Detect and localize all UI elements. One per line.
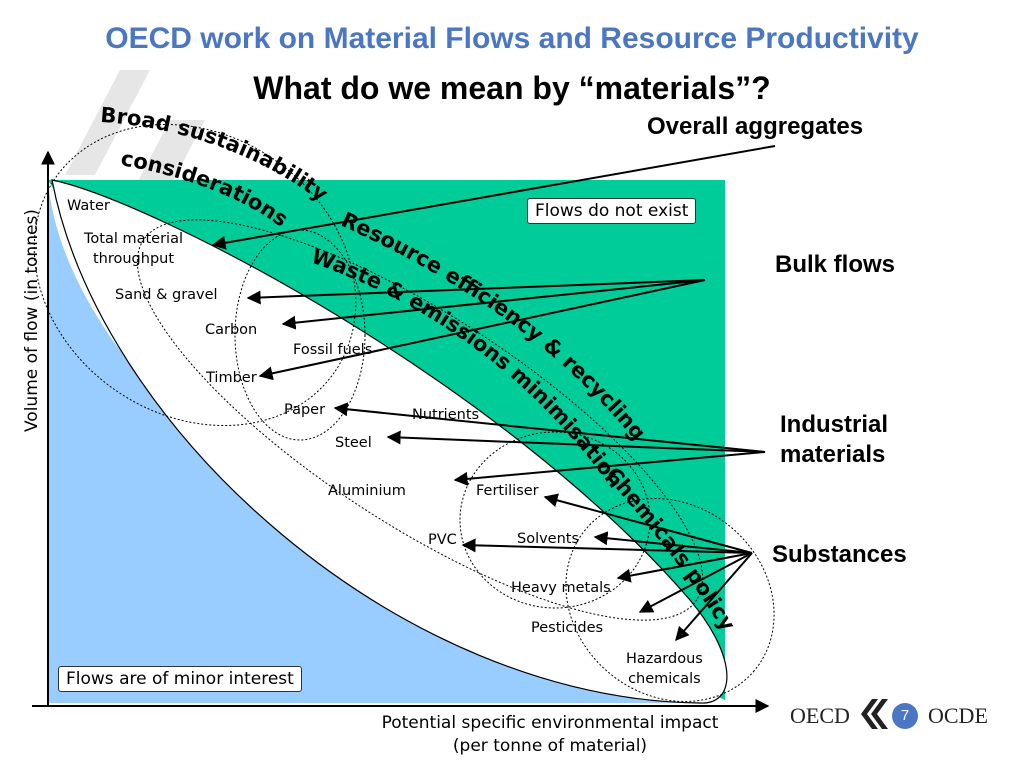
arrow-ind-aluminium (453, 451, 766, 486)
item-total-material-throughput: Total material throughput (84, 229, 183, 269)
item-total-line1: Total material (84, 231, 183, 247)
header-title: OECD work on Material Flows and Resource… (105, 22, 919, 55)
item-heavy-metals: Heavy metals (511, 580, 611, 596)
item-water: Water (67, 198, 110, 214)
x-axis-label-line1: Potential specific environmental impact (381, 713, 719, 733)
arrow-sub-solvents (593, 531, 753, 554)
footer-ocde-text: OCDE (928, 703, 988, 728)
item-hazardous-line2: chemicals (628, 671, 701, 687)
arrow-ind-paper (333, 402, 766, 453)
item-nutrients: Nutrients (412, 407, 480, 423)
label-industrial-line1: Industrial (780, 411, 889, 438)
item-sand-gravel: Sand & gravel (115, 287, 218, 303)
arrow-sub-fertiliser (543, 493, 753, 554)
arrow-bulk-sand (246, 279, 706, 305)
arrow-sub-pvc (461, 538, 753, 554)
arrow-sub-pesticides (638, 552, 753, 613)
arrow-overall (211, 145, 776, 250)
label-substances: Substances (772, 541, 907, 568)
item-pvc: PVC (428, 532, 457, 548)
scope-ellipse-chemicals (459, 431, 651, 609)
oecd-logo-chevron-icon (861, 699, 888, 729)
arrow-bulk-timber (258, 279, 706, 381)
item-carbon: Carbon (205, 322, 258, 338)
arrow-sub-heavy (616, 552, 753, 583)
x-axis-label: Potential specific environmental impact … (340, 712, 760, 758)
box-flows-minor-interest: Flows are of minor interest (58, 666, 302, 692)
box-flows-do-not-exist: Flows do not exist (527, 198, 697, 224)
footer-oecd-text: OECD (790, 703, 850, 728)
item-hazardous-line1: Hazardous (626, 651, 703, 667)
item-fertiliser: Fertiliser (476, 483, 539, 499)
item-total-line2: throughput (92, 251, 175, 267)
label-bulk-flows: Bulk flows (775, 251, 896, 278)
item-hazardous-chemicals: Hazardous chemicals (626, 649, 703, 689)
label-overall-aggregates: Overall aggregates (647, 113, 864, 140)
item-timber: Timber (206, 370, 257, 386)
slide-title: What do we mean by “materials”? (253, 70, 771, 106)
scope-ellipse-broad (33, 123, 357, 427)
label-industrial-materials: Industrial materials (780, 410, 888, 470)
item-fossil-fuels: Fossil fuels (293, 342, 373, 358)
item-paper: Paper (284, 402, 326, 418)
item-solvents: Solvents (517, 531, 580, 547)
item-aluminium: Aluminium (328, 483, 406, 499)
blue-region (48, 180, 700, 703)
arrow-sub-hazardous (675, 552, 753, 642)
arrow-ind-steel (386, 430, 766, 453)
label-industrial-line2: materials (780, 441, 886, 468)
item-steel: Steel (335, 435, 372, 451)
page-number-badge: 7 (892, 703, 918, 729)
arrow-bulk-carbon (281, 279, 706, 330)
scope-ellipse-substances (565, 498, 775, 702)
item-pesticides: Pesticides (531, 620, 604, 636)
x-axis-label-line2: (per tonne of material) (452, 736, 648, 756)
scope-ellipse-resource (136, 219, 704, 621)
y-axis-label: Volume of flow (in tonnes) (22, 209, 42, 432)
